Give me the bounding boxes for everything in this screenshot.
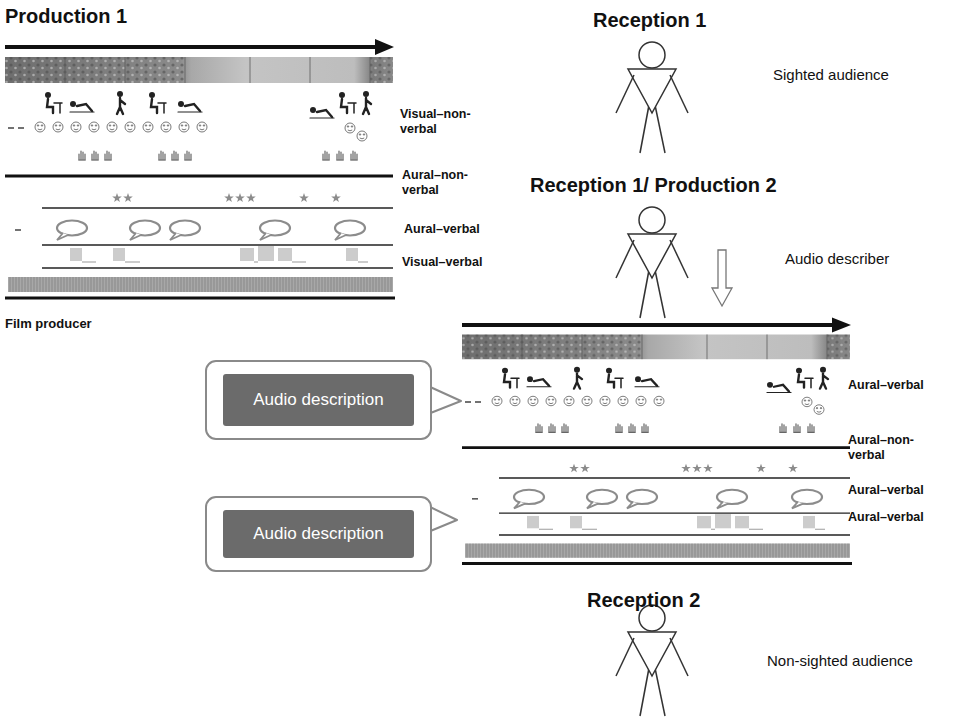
described-track [462,317,852,563]
stick-figure [616,207,688,318]
section-heading: Reception 1/ Production 2 [530,173,777,197]
down-arrow [712,250,732,306]
channel-label: Aural–verbal [848,483,924,498]
callout-box: Audio description [205,360,432,440]
callout-box: Audio description [205,496,432,572]
channel-label: Aural–non-verbal [848,433,938,463]
production-track [5,39,395,298]
channel-label: Aural–verbal [848,510,924,525]
audience-label: Sighted audience [773,66,889,84]
callout-tail [428,386,461,414]
callout-text: Audio description [223,374,414,426]
channel-label: Visual–non-verbal [400,107,480,137]
audience-label: Non-sighted audience [767,652,913,670]
channel-label: Visual–verbal [402,255,482,270]
stick-figure [616,42,688,153]
section-heading: Reception 2 [587,588,700,612]
callout-tail [428,506,457,532]
callout-text: Audio description [223,510,414,558]
role-label: Audio describer [785,250,889,268]
channel-label: Aural–verbal [404,222,480,237]
stick-figure [616,605,688,716]
role-label: Film producer [5,316,92,332]
channel-label: Aural–verbal [848,378,924,393]
channel-label: Aural–non-verbal [402,168,482,198]
section-heading: Production 1 [5,4,127,28]
section-heading: Reception 1 [593,8,706,32]
